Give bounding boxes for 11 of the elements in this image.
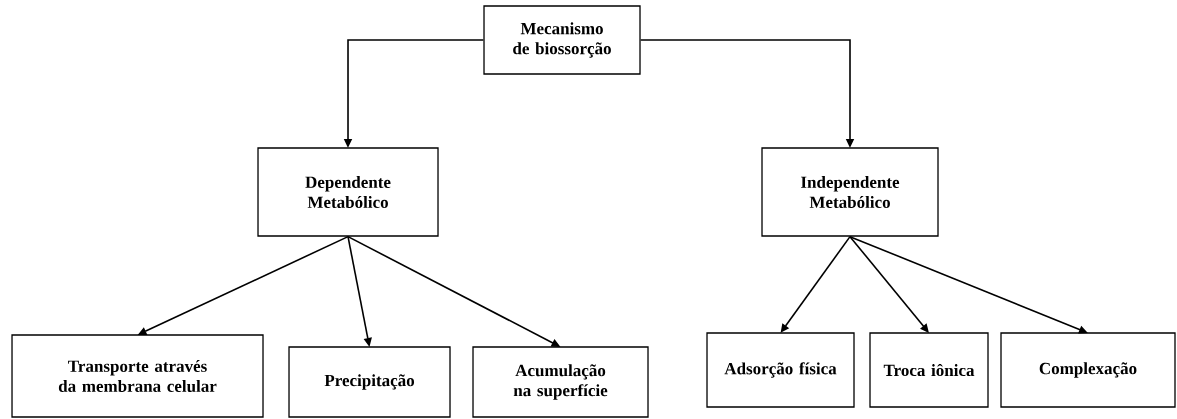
box: Complexação <box>1000 332 1176 408</box>
arrow <box>780 235 851 333</box>
box: Troca iônica <box>869 332 989 408</box>
box: Acumulação na superfície <box>472 346 649 418</box>
box: Mecanismo de biossorção <box>483 5 641 75</box>
box: Precipitação <box>288 346 451 418</box>
arrow <box>849 235 929 333</box>
box: Adsorção física <box>706 332 855 408</box>
box: Dependente Metabólico <box>257 147 439 237</box>
box: Transporte através da membrana celular <box>11 334 264 418</box>
box: Independente Metabólico <box>761 147 939 237</box>
